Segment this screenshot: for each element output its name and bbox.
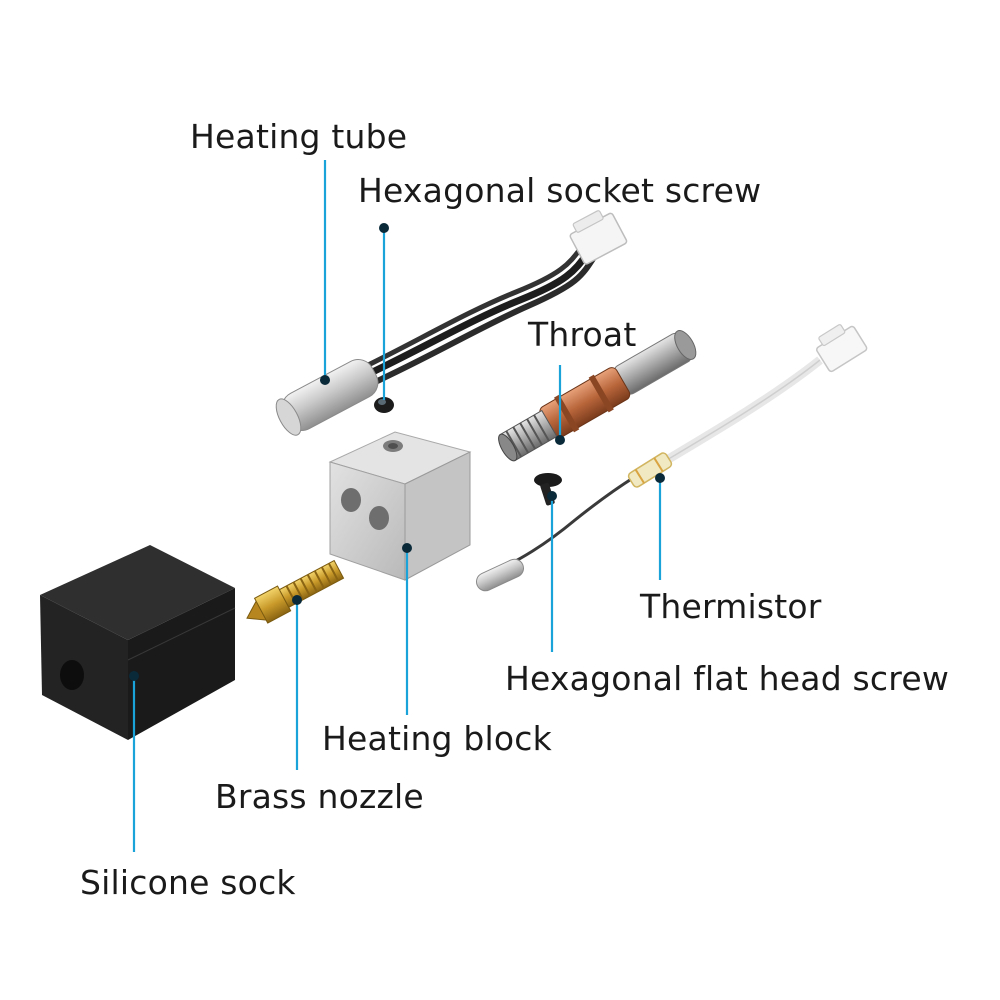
silicone-sock-part — [40, 545, 236, 740]
dot-heating-block — [402, 543, 412, 553]
pointer-dots — [129, 223, 665, 681]
dot-brass-nozzle — [292, 595, 302, 605]
label-hex-socket-screw: Hexagonal socket screw — [358, 171, 762, 210]
hex-flat-head-screw-part — [534, 473, 562, 506]
dot-throat — [555, 435, 565, 445]
dot-silicone-sock — [129, 671, 139, 681]
brass-nozzle-part — [246, 559, 345, 624]
thermistor-part — [475, 324, 868, 592]
label-silicone-sock: Silicone sock — [80, 863, 296, 902]
leader-lines — [132, 160, 662, 852]
label-thermistor: Thermistor — [640, 587, 822, 626]
label-throat: Throat — [528, 315, 637, 354]
heating-block-part — [328, 431, 472, 581]
label-hex-flat-head-screw: Hexagonal flat head screw — [505, 659, 950, 698]
hex-socket-screw-part — [374, 397, 394, 413]
dot-heating-tube — [320, 375, 330, 385]
dot-hex-flat-head-screw — [547, 491, 557, 501]
dot-hex-socket-screw — [379, 223, 389, 233]
label-brass-nozzle: Brass nozzle — [215, 777, 424, 816]
label-heating-tube: Heating tube — [190, 117, 408, 156]
heating-tube-part — [275, 210, 628, 436]
dot-thermistor — [655, 473, 665, 483]
label-heating-block: Heating block — [322, 719, 552, 758]
